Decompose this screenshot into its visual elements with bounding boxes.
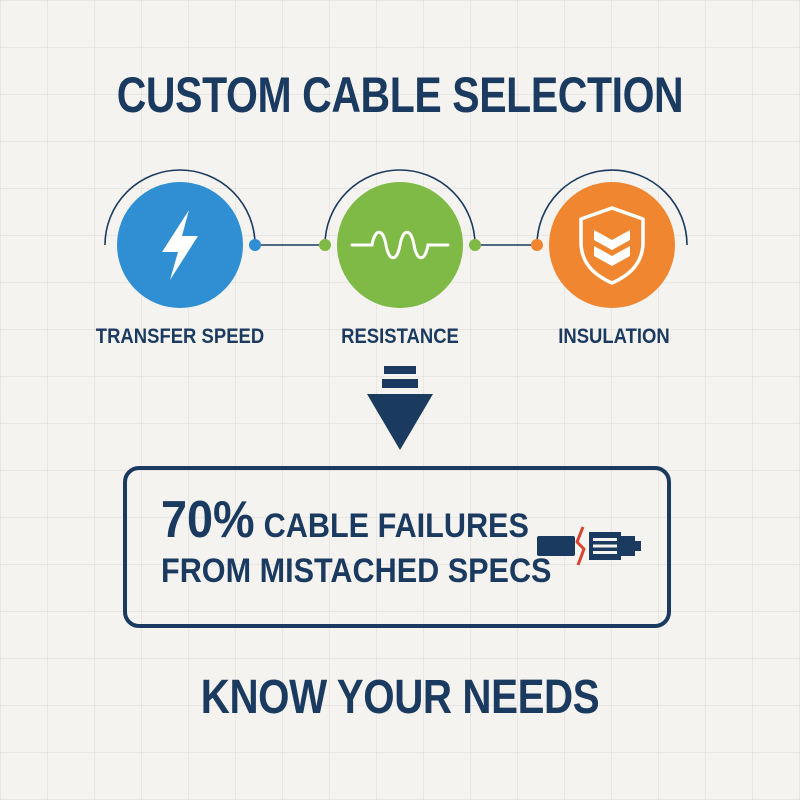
resistance-wave-icon [350, 230, 450, 260]
callout-text: 70% CABLE FAILURES FROM MISTACHED SPECS [161, 494, 595, 588]
step-label-resistance: RESISTANCE [341, 325, 459, 348]
steps-diagram [104, 169, 688, 308]
step-label-insulation: INSULATION [558, 325, 670, 348]
connector-dot [469, 239, 481, 251]
arc-resistance [324, 169, 476, 246]
stat-value: 70% [161, 491, 255, 549]
down-arrow-icon [367, 366, 433, 450]
callout-line1: 70% CABLE FAILURES [161, 494, 529, 546]
arc-insulation [536, 169, 688, 246]
broken-cable-icon [537, 526, 641, 566]
step-label-transfer-speed: TRANSFER SPEED [95, 325, 265, 348]
arc-transfer-speed [104, 169, 256, 246]
connector-dot [249, 239, 261, 251]
callout-subline: FROM MISTACHED SPECS [161, 552, 552, 590]
footer-tagline: KNOW YOUR NEEDS [200, 671, 600, 724]
callout-headline: CABLE FAILURES [263, 507, 529, 545]
lightning-bolt-icon [162, 210, 198, 280]
shield-icon [579, 206, 645, 285]
connector-dot [531, 239, 543, 251]
page-title: CUSTOM CABLE SELECTION [116, 67, 684, 123]
callout-box: 70% CABLE FAILURES FROM MISTACHED SPECS [123, 466, 671, 628]
connector-dot [319, 239, 331, 251]
